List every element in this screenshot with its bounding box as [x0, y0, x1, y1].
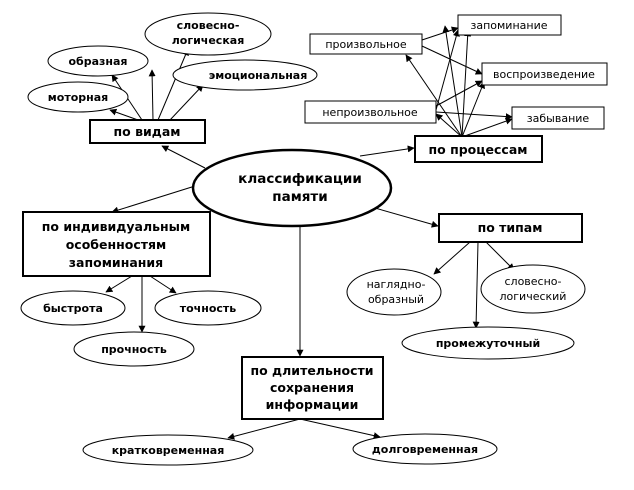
connectors	[105, 25, 515, 440]
item-verbal-logical-label1: словесно-	[177, 19, 240, 32]
item-durability: прочность	[73, 331, 195, 367]
center-label-line2: памяти	[272, 189, 327, 205]
item-emotional: эмоциональная	[172, 59, 318, 91]
process-involuntary: непроизвольное	[304, 100, 437, 124]
item-figurative-label: образная	[68, 55, 127, 68]
type-intermediate: промежуточный	[401, 326, 575, 360]
item-motor-label: моторная	[48, 91, 108, 104]
item-verbal-logical-label2: логическая	[172, 34, 245, 47]
process-reproduction-label: воспроизведение	[493, 68, 595, 81]
item-emotional-label: эмоциональная	[209, 69, 308, 82]
category-by-kinds-title: по видам	[114, 124, 181, 139]
category-by-individual-title2: особенностям	[66, 237, 167, 252]
item-speed-label: быстрота	[43, 302, 103, 315]
center-node: классификации памяти	[191, 148, 393, 228]
item-long-term: долговременная	[352, 433, 498, 465]
type-verbal-logical-label1: словесно-	[505, 275, 562, 288]
item-verbal-logical: словесно- логическая	[144, 12, 272, 56]
type-visual-figurative-label1: наглядно-	[367, 278, 426, 291]
category-by-types-title: по типам	[478, 220, 543, 235]
type-verbal-logical: словесно- логический	[480, 264, 586, 314]
process-reproduction: воспроизведение	[481, 62, 608, 86]
center-label-line1: классификации	[238, 171, 362, 187]
category-by-processes: по процессам	[414, 135, 543, 163]
item-long-term-label: долговременная	[372, 443, 478, 456]
category-by-duration: по длительности сохранения информации	[241, 356, 384, 420]
category-by-duration-title3: информации	[266, 397, 359, 412]
type-visual-figurative-label2: образный	[368, 293, 424, 306]
item-accuracy-label: точность	[180, 302, 237, 315]
category-by-kinds: по видам	[89, 119, 206, 144]
type-verbal-logical-label2: логический	[500, 290, 567, 303]
process-forgetting-label: забывание	[527, 112, 590, 125]
item-short-term-label: кратковременная	[112, 444, 225, 457]
process-memorizing: запоминание	[457, 14, 562, 36]
item-short-term: кратковременная	[82, 434, 254, 466]
category-by-duration-title1: по длительности	[250, 363, 373, 378]
category-by-individual-title3: запоминания	[69, 255, 163, 270]
type-visual-figurative: наглядно- образный	[346, 268, 442, 316]
process-memorizing-label: запоминание	[471, 19, 548, 32]
category-by-individual-title1: по индивидуальным	[42, 219, 190, 234]
process-voluntary: произвольное	[309, 33, 423, 55]
category-by-duration-title2: сохранения	[270, 380, 354, 395]
category-by-types: по типам	[438, 213, 583, 243]
process-involuntary-label: непроизвольное	[322, 106, 418, 119]
item-speed: быстрота	[20, 290, 126, 326]
item-figurative: образная	[47, 45, 149, 77]
process-voluntary-label: произвольное	[325, 38, 407, 51]
category-by-individual: по индивидуальным особенностям запоминан…	[22, 211, 211, 277]
process-forgetting: забывание	[511, 106, 605, 130]
item-durability-label: прочность	[101, 343, 167, 356]
item-accuracy: точность	[154, 290, 262, 326]
type-intermediate-label: промежуточный	[436, 337, 540, 350]
category-by-processes-title: по процессам	[429, 142, 528, 157]
item-motor: моторная	[27, 81, 129, 113]
